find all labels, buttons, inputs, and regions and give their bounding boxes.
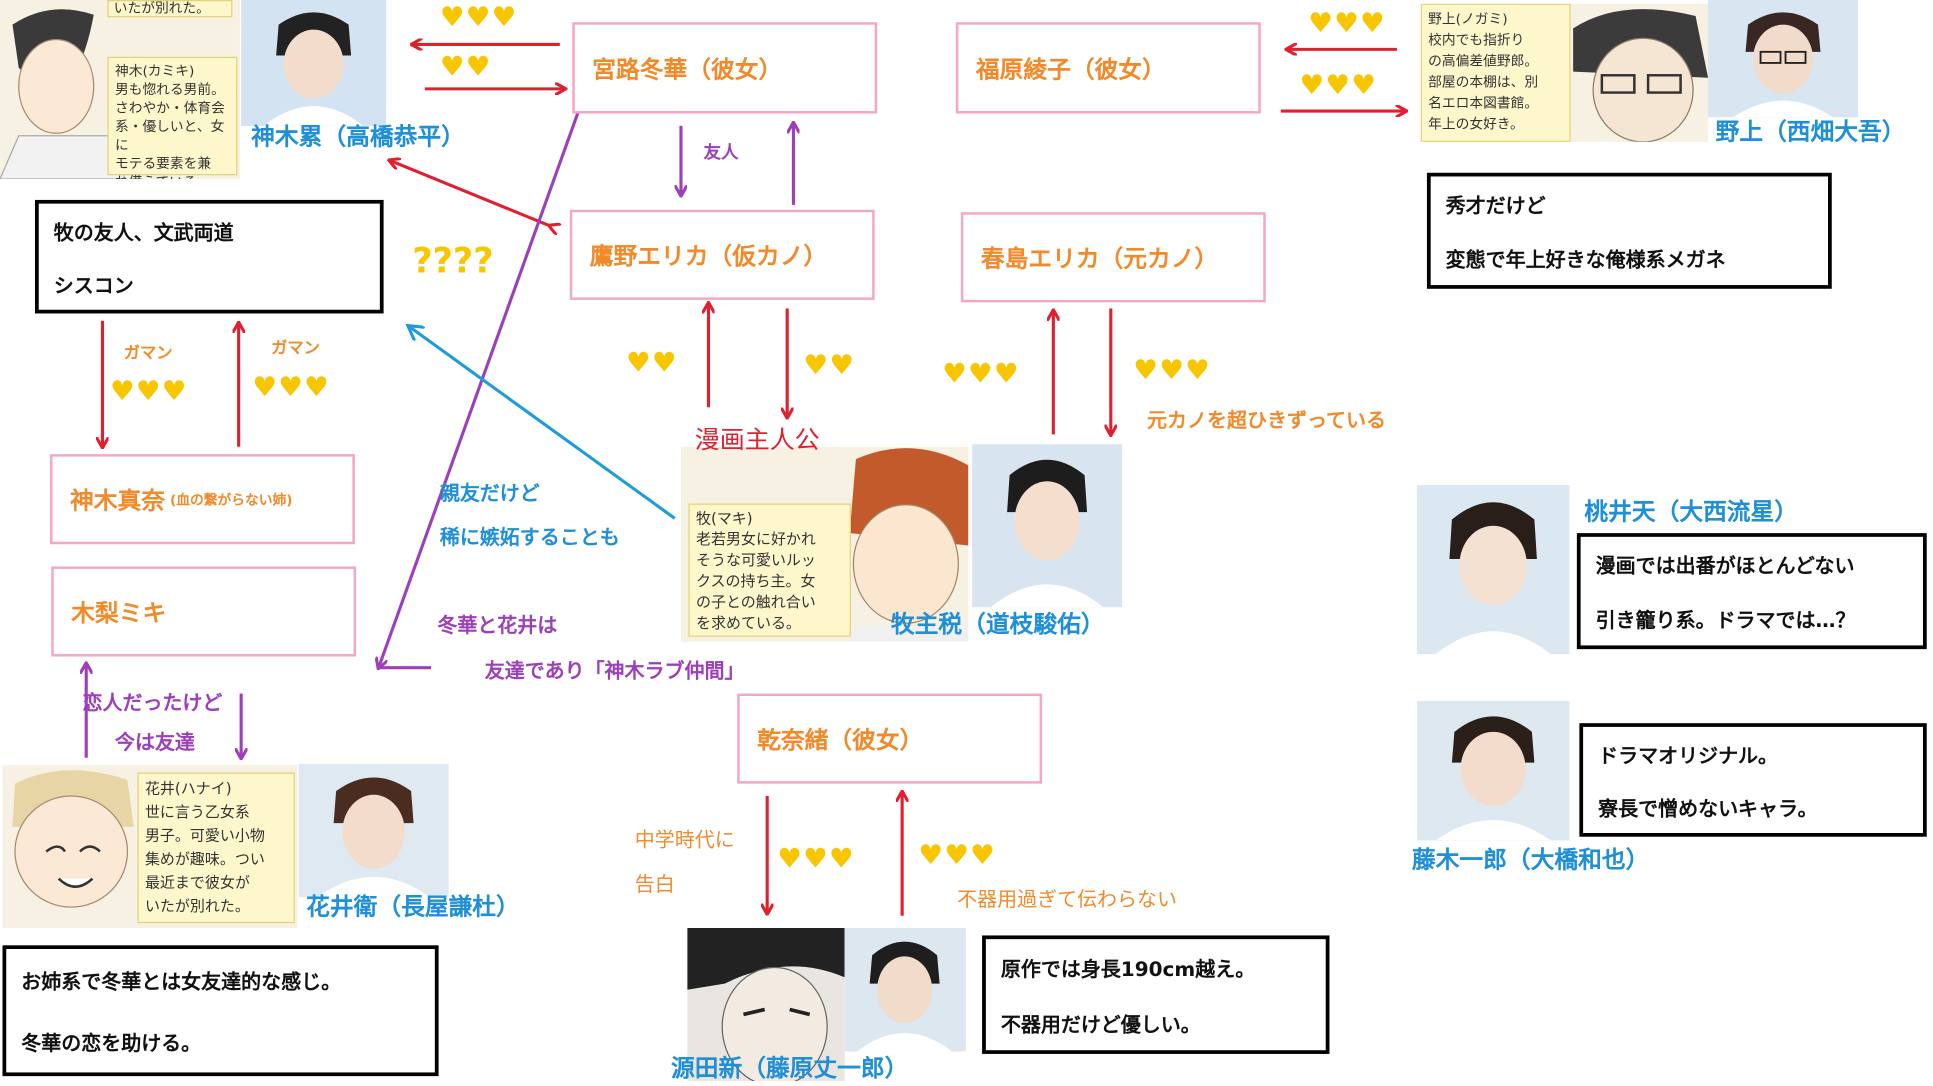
note-genda-line2: 不器用だけど優しい。 <box>1001 1008 1311 1038</box>
label-toka-hanai-2: 友達であり「神木ラブ仲間」 <box>485 654 745 684</box>
manga-panel-hanai: 花井(ハナイ) 世に言う乙女系 男子。可愛い小物 集めが趣味。つい 最近まで彼女… <box>2 765 297 928</box>
label-toka-hanai-1: 冬華と花井は <box>437 608 557 638</box>
note-hanai-line1: お姉系で冬華とは女友達的な感じ。 <box>21 965 420 995</box>
photo-genda <box>845 928 966 1051</box>
photo-momoi <box>1417 485 1569 654</box>
arrow-takano-kamiki <box>390 160 550 225</box>
hearts-maki-harushima-2: ♥♥♥ <box>1133 358 1211 385</box>
name-maki: 牧主税（道枝駿佑） <box>891 606 1105 639</box>
name-kamiki: 神木累（高橋恭平） <box>251 118 465 151</box>
note-fujiki: ドラマオリジナル。 寮長で憎めないキャラ。 <box>1579 723 1926 837</box>
harushima-label: 春島エリカ（元カノ） <box>981 241 1218 274</box>
photo-maki <box>972 444 1122 607</box>
label-middle-2: 告白 <box>635 868 675 898</box>
hearts-genda-inui-2: ♥♥♥ <box>918 843 996 870</box>
note-genda: 原作では身長190cm越え。 不器用だけど優しい。 <box>982 935 1329 1053</box>
label-protagonist: 漫画主人公 <box>695 420 820 456</box>
photo-nogami <box>1708 0 1858 117</box>
takano-label: 鷹野エリカ（仮カノ） <box>590 238 827 271</box>
fukuhara-label: 福原綾子（彼女） <box>976 51 1166 84</box>
note-genda-line1: 原作では身長190cm越え。 <box>1001 952 1311 982</box>
label-clumsy: 不器用過ぎて伝わらない <box>957 882 1177 912</box>
note-momoi: 漫画では出番がほとんどない 引き籠り系。ドラマでは…？ <box>1577 533 1927 649</box>
hearts-nogami-1: ♥♥♥ <box>1308 11 1386 38</box>
name-momoi: 桃井天（大西流星） <box>1584 494 1798 527</box>
note-fujiki-line2: 寮長で憎めないキャラ。 <box>1598 792 1908 822</box>
arrow-toka-hanai <box>379 111 579 668</box>
label-still-ex: 元カノを超ひきずっている <box>1147 404 1386 434</box>
box-harushima: 春島エリカ（元カノ） <box>961 212 1266 302</box>
manga-caption-kamiki: 神木(カミキ) 男も惚れる男前。 さわやか・体育会 系・優しいと、女に モテる要… <box>107 57 237 175</box>
label-gaman-1: ガマン <box>124 339 173 362</box>
miki-label: 木梨ミキ <box>71 595 166 628</box>
hearts-nogami-2: ♥♥♥ <box>1299 73 1377 100</box>
box-takano: 鷹野エリカ（仮カノ） <box>570 210 875 300</box>
name-fujiki: 藤木一郎（大橋和也） <box>1412 842 1649 875</box>
note-momoi-line2: 引き籠り系。ドラマでは…？ <box>1596 603 1908 633</box>
note-hanai: お姉系で冬華とは女友達的な感じ。 冬華の恋を助ける。 <box>2 945 438 1076</box>
note-nogami-line1: 秀才だけど <box>1446 189 1813 219</box>
note-momoi-line1: 漫画では出番がほとんどない <box>1596 549 1908 579</box>
mana-label: 神木真奈 <box>70 483 165 516</box>
toka-label: 宮路冬華（彼女） <box>592 51 782 84</box>
name-nogami: 野上（西畑大吾） <box>1716 114 1906 147</box>
label-lovers-1: 恋人だったけど <box>82 686 222 716</box>
photo-kamiki <box>241 0 386 126</box>
note-kamiki-line2: シスコン <box>54 268 365 298</box>
inui-label: 乾奈緒（彼女） <box>757 722 923 755</box>
hearts-gaman-2: ♥♥♥ <box>252 375 330 402</box>
manga-caption-kamiki-top: いたが別れた。 <box>107 0 232 17</box>
manga-caption-maki: 牧(マキ) 老若男女に好かれ そうな可愛いルッ クスの持ち主。女 の子との触れ合… <box>688 504 850 637</box>
hearts-genda-inui-1: ♥♥♥ <box>777 847 855 874</box>
label-friend: 友人 <box>703 139 738 164</box>
hearts-maki-takano-1: ♥♥ <box>626 350 678 377</box>
note-hanai-line2: 冬華の恋を助ける。 <box>21 1027 420 1057</box>
manga-panel-kamiki: いたが別れた。 神木(カミキ) 男も惚れる男前。 さわやか・体育会 系・優しいと… <box>0 0 240 179</box>
manga-caption-hanai: 花井(ハナイ) 世に言う乙女系 男子。可愛い小物 集めが趣味。つい 最近まで彼女… <box>137 773 294 924</box>
note-nogami: 秀才だけど 変態で年上好きな俺様系メガネ <box>1427 173 1832 289</box>
manga-panel-nogami: 野上(ノガミ) 校内でも指折り の高偏差値野郎。 部屋の本棚は、別 名エロ本図書… <box>1421 4 1708 142</box>
hearts-maki-harushima-1: ♥♥♥ <box>942 362 1020 389</box>
box-fukuhara: 福原綾子（彼女） <box>956 22 1261 113</box>
mana-note: (血の繋がらない姉) <box>170 489 293 509</box>
note-kamiki: 牧の友人、文武両道 シスコン <box>35 200 384 314</box>
manga-face-nogami <box>1421 4 1708 142</box>
hearts-kamiki-from-toka: ♥♥♥ <box>440 5 518 32</box>
box-mana: 神木真奈(血の繋がらない姉) <box>50 454 355 544</box>
name-genda: 源田新（藤原丈一郎） <box>671 1050 908 1083</box>
note-fujiki-line1: ドラマオリジナル。 <box>1598 739 1908 769</box>
box-miki: 木梨ミキ <box>51 566 356 656</box>
hearts-toka-from-kamiki: ♥♥ <box>440 54 492 81</box>
label-gaman-2: ガマン <box>271 334 320 357</box>
photo-fujiki <box>1417 701 1569 840</box>
box-inui: 乾奈緒（彼女） <box>737 694 1042 784</box>
note-kamiki-line1: 牧の友人、文武両道 <box>54 215 365 245</box>
name-hanai: 花井衛（長屋謙杜） <box>306 889 520 922</box>
hearts-gaman-1: ♥♥♥ <box>110 379 188 406</box>
box-toka: 宮路冬華（彼女） <box>572 22 877 113</box>
note-nogami-line2: 変態で年上好きな俺様系メガネ <box>1446 243 1813 273</box>
label-lovers-2: 今は友達 <box>115 726 195 756</box>
photo-hanai <box>299 764 449 897</box>
label-middle-1: 中学時代に <box>635 823 735 853</box>
label-bestfriend-2: 稀に嫉妬することも <box>440 521 620 551</box>
hearts-maki-takano-2: ♥♥ <box>803 353 855 380</box>
label-question: ???? <box>412 241 493 282</box>
label-bestfriend-1: 親友だけど <box>440 476 540 506</box>
